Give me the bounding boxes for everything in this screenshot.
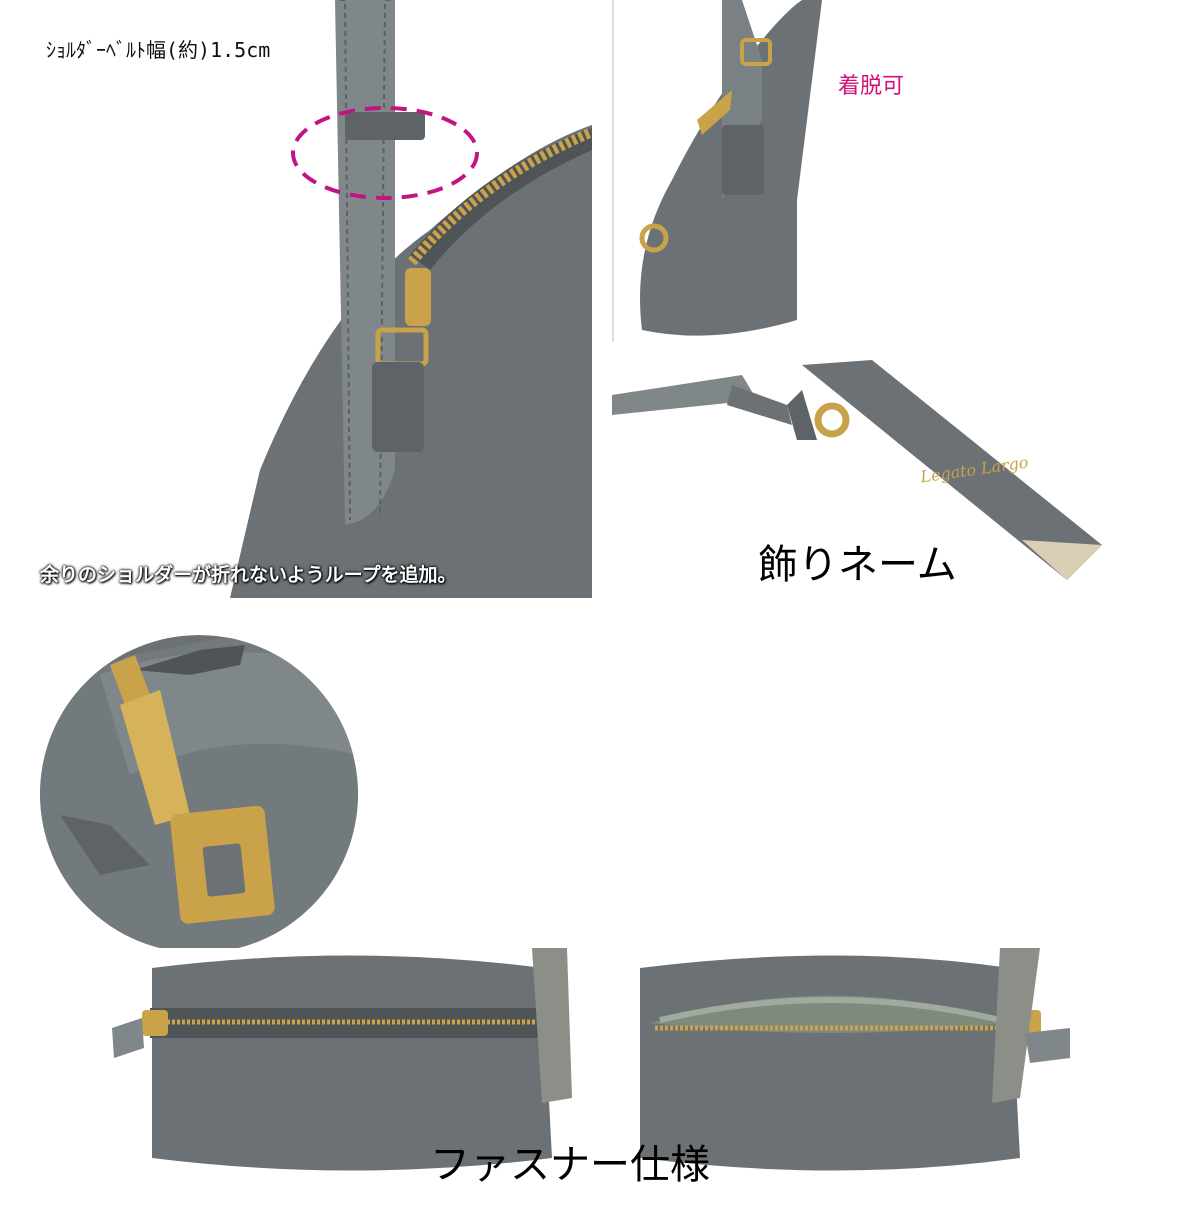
loop-note-label: 余りのショルダーが折れないようループを追加。 [40, 564, 457, 586]
zipper-spec-label: ファスナー仕様 [430, 1142, 710, 1188]
bag-open-photo [600, 948, 1070, 1220]
detachable-label: 着脱可 [838, 74, 905, 99]
ring-detail-photo: 着脱可 [612, 0, 1200, 342]
strap-closeup-photo: ｼｮﾙﾀﾞｰﾍﾞﾙﾄ幅(約)1.5cm 余りのショルダーが折れないようループを追… [0, 0, 592, 598]
zipper-pull-photo [40, 635, 358, 953]
deco-name-label: 飾りネーム [758, 542, 957, 588]
name-tag-photo: Legato Largo 飾りネーム [612, 360, 1200, 600]
belt-width-label: ｼｮﾙﾀﾞｰﾍﾞﾙﾄ幅(約)1.5cm [46, 38, 271, 62]
bag-closed-photo [112, 948, 580, 1220]
